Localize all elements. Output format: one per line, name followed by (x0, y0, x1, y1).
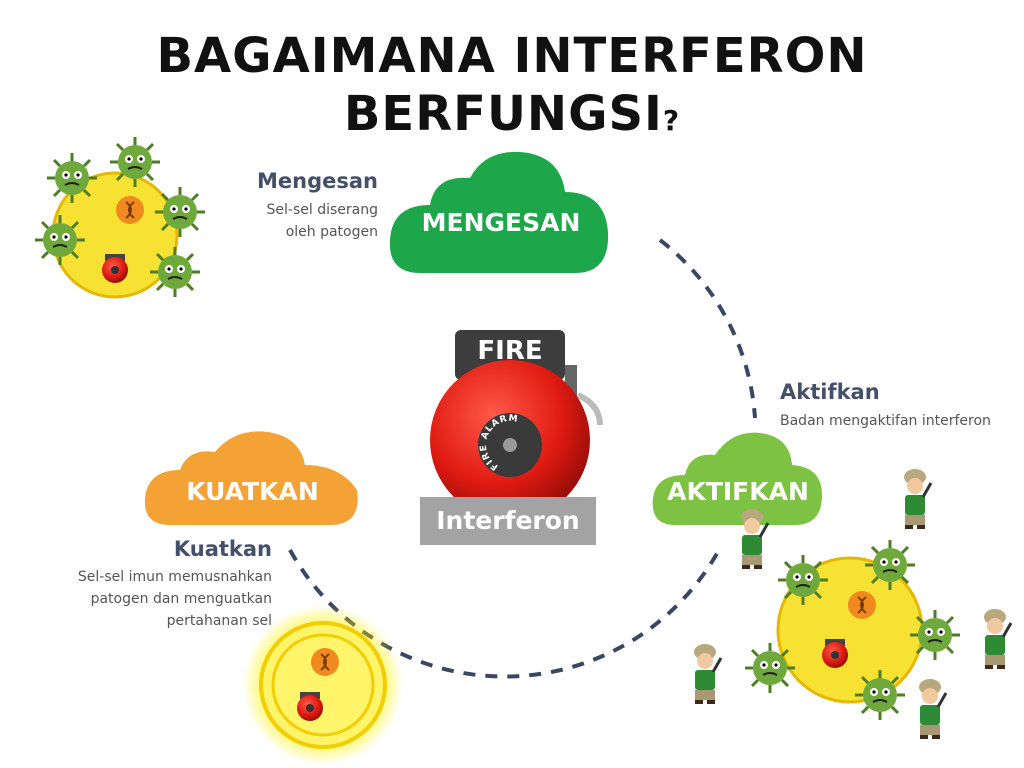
interferon-caption: Interferon (420, 497, 596, 545)
cloud-mengesan (389, 151, 609, 273)
description-kuatkan: Sel-sel imun memusnahkan patogen dan men… (22, 566, 272, 632)
question-mark: ? (662, 104, 681, 137)
cloud-label-kuatkan: KUATKAN (186, 477, 319, 506)
fire-alarm-icon: FIRE ALARM (430, 330, 603, 520)
title-line-1: BAGAIMANA INTERFERON (156, 28, 868, 84)
cycle-arrow-bottom (288, 547, 722, 679)
description-line: Sel-sel imun memusnahkan (77, 569, 272, 585)
title-line-2: BERFUNGSI? (0, 86, 1024, 142)
title-word: BERFUNGSI (343, 86, 663, 142)
heading-mengesan: Mengesan (257, 169, 378, 193)
heading-kuatkan: Kuatkan (173, 537, 272, 561)
description-line: pertahanan sel (166, 613, 272, 629)
description-line: patogen dan menguatkan (90, 591, 272, 607)
infected-cell-top-left (33, 135, 207, 299)
cycle-arrow-top-right (658, 238, 757, 419)
description-mengesan: Sel-sel diserang oleh patogen (178, 199, 378, 243)
strengthened-cell (243, 605, 403, 765)
heading-aktifkan: Aktifkan (780, 380, 880, 404)
description-line: Sel-sel diserang (266, 202, 378, 218)
fire-label: FIRE (477, 336, 543, 366)
description-line: Badan mengaktifan interferon (780, 413, 991, 429)
description-line: oleh patogen (285, 224, 378, 240)
description-aktifkan: Badan mengaktifan interferon (780, 410, 991, 432)
cloud-kuatkan (144, 431, 358, 525)
infected-cell-bottom-right (692, 467, 1013, 741)
cloud-label-mengesan: MENGESAN (421, 208, 581, 237)
cloud-label-aktifkan: AKTIFKAN (667, 477, 809, 506)
cloud-aktifkan (652, 432, 822, 525)
